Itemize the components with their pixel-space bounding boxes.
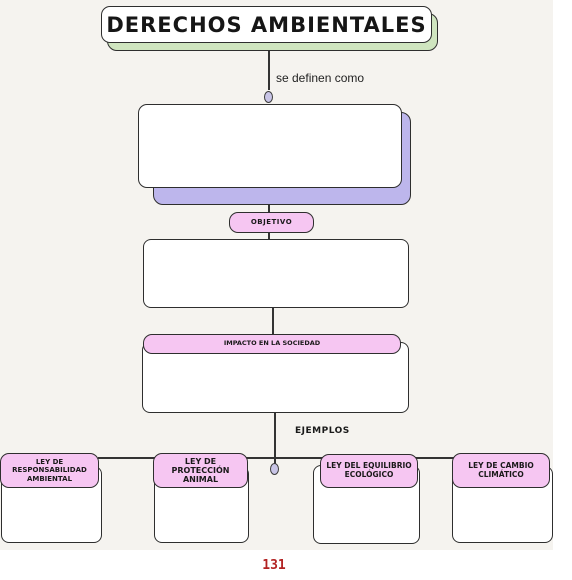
- title-box: DERECHOS AMBIENTALES: [101, 6, 432, 43]
- definition-box[interactable]: [138, 104, 402, 188]
- objetivo-label: OBJETIVO: [229, 212, 314, 233]
- examples-horizontal-connector: [98, 457, 460, 459]
- connector-objective-to-impacto: [272, 308, 274, 335]
- page-title: DERECHOS AMBIENTALES: [106, 12, 427, 37]
- connector-objetivo-to-box: [268, 232, 270, 240]
- connector-title-to-definition: [268, 48, 270, 90]
- example-label-responsabilidad: LEY DE RESPONSABILIDAD AMBIENTAL: [0, 453, 99, 488]
- ejemplos-label: EJEMPLOS: [295, 426, 350, 436]
- connector-impacto-to-ejemplos: [274, 412, 276, 464]
- concept-map-canvas: DERECHOS AMBIENTALES se definen como OBJ…: [0, 0, 553, 550]
- objetivo-box[interactable]: [143, 239, 409, 308]
- connector-dot-top: [264, 91, 273, 103]
- connector-label: se definen como: [276, 71, 365, 85]
- impacto-label: IMPACTO EN LA SOCIEDAD: [143, 334, 401, 354]
- connector-dot-examples: [270, 463, 279, 475]
- example-label-cambio-climatico: LEY DE CAMBIO CLIMÁTICO: [452, 453, 550, 488]
- example-label-equilibrio: LEY DEL EQUILIBRIO ECOLÓGICO: [320, 454, 418, 488]
- example-label-proteccion: LEY DE PROTECCIÓN ANIMAL: [153, 453, 248, 488]
- page-number: 131: [262, 558, 286, 573]
